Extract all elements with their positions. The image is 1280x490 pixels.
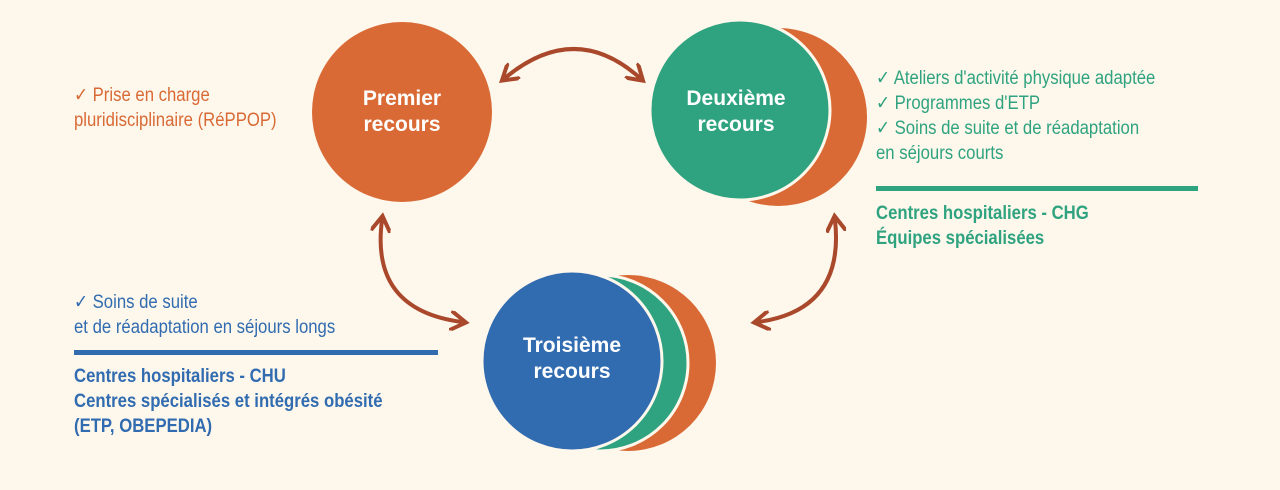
troisieme-notes: ✓ Soins de suite et de réadaptation en s… xyxy=(74,290,335,340)
premier-label-line2: recours xyxy=(363,113,441,136)
deuxieme-divider xyxy=(876,186,1198,191)
premier-label: Premier recours xyxy=(312,86,492,138)
troisieme-structure-item: Centres hospitaliers - CHU xyxy=(74,366,286,387)
arrow-premier-deuxieme xyxy=(505,47,640,78)
troisieme-divider xyxy=(74,350,438,355)
troisieme-label-line2: recours xyxy=(533,360,611,383)
deuxieme-structure-item: Équipes spécialisées xyxy=(876,228,1045,249)
premier-circle xyxy=(312,22,492,202)
deuxieme-label-line1: Deuxième xyxy=(686,87,786,110)
troisieme-note-item: et de réadaptation en séjours longs xyxy=(74,317,336,338)
arrow-deuxieme-troisieme xyxy=(758,220,836,322)
troisieme-circle xyxy=(480,269,664,453)
deuxieme-note-item: ✓ Programmes d'ETP xyxy=(876,93,1041,114)
premier-note-item: ✓ Prise en charge xyxy=(74,85,210,106)
deuxieme-notes: ✓ Ateliers d'activité physique adaptée ✓… xyxy=(876,66,1155,166)
premier-label-line1: Premier xyxy=(362,87,442,110)
deuxieme-structure-item: Centres hospitaliers - CHG xyxy=(876,203,1089,224)
troisieme-note-item: ✓ Soins de suite xyxy=(74,292,198,313)
premier-notes: ✓ Prise en charge pluridisciplinaire (Ré… xyxy=(74,83,277,133)
deuxieme-circle xyxy=(648,18,832,202)
troisieme-label: Troisième recours xyxy=(482,333,662,385)
deuxieme-label: Deuxième recours xyxy=(646,86,826,138)
deuxieme-note-item: en séjours courts xyxy=(876,143,1004,164)
troisieme-structure-item: (ETP, OBEPEDIA) xyxy=(74,416,213,437)
arrow-premier-troisieme xyxy=(381,220,462,322)
deuxieme-note-item: ✓ Soins de suite et de réadaptation xyxy=(876,118,1140,139)
troisieme-structures: Centres hospitaliers - CHU Centres spéci… xyxy=(74,364,383,439)
deuxieme-label-line2: recours xyxy=(697,113,775,136)
troisieme-label-line1: Troisième xyxy=(522,334,622,357)
troisieme-structure-item: Centres spécialisés et intégrés obésité xyxy=(74,391,383,412)
deuxieme-note-item: ✓ Ateliers d'activité physique adaptée xyxy=(876,68,1156,89)
deuxieme-structures: Centres hospitaliers - CHG Équipes spéci… xyxy=(876,201,1089,251)
premier-note-item: pluridisciplinaire (RéPPOP) xyxy=(74,110,277,131)
